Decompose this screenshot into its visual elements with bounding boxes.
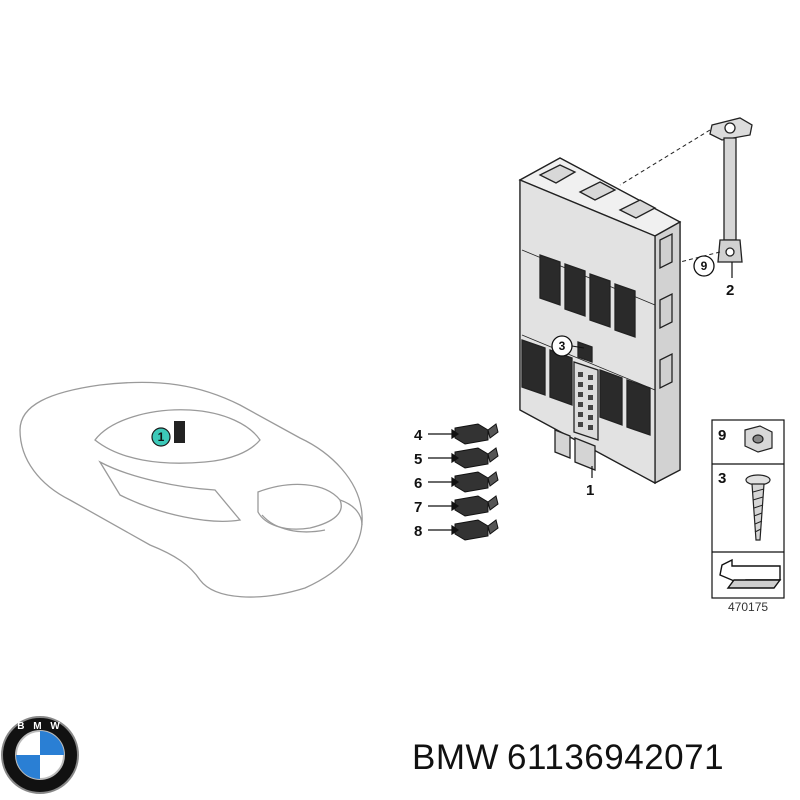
callout-4: 4 <box>414 427 423 444</box>
mounting-bracket <box>709 117 753 263</box>
callout-9-circle <box>693 255 715 277</box>
part-number: 61136942071 <box>507 738 725 777</box>
fuse-6 <box>454 471 499 493</box>
callout-5: 5 <box>414 451 422 468</box>
fuse-leader-lines <box>428 428 460 536</box>
brand-name: BMW <box>412 738 500 777</box>
hardware-legend: 9 3 <box>711 419 785 599</box>
car-module-location-marker: 1 <box>151 421 185 447</box>
svg-text:B M W: B M W <box>17 721 63 732</box>
screw-icon <box>745 474 771 541</box>
bmw-logo: B M W <box>1 716 79 794</box>
dash-line-bracket-top <box>619 129 711 186</box>
callout-7: 7 <box>414 499 422 516</box>
callout-1: 1 <box>586 482 594 499</box>
diagram-orientation-icon <box>719 558 782 589</box>
callout-6: 6 <box>414 475 422 492</box>
legend-label-3: 3 <box>718 470 726 487</box>
callout-8: 8 <box>414 523 422 540</box>
car-outline <box>19 381 363 598</box>
clip-nut-icon <box>744 425 773 453</box>
car-marker-label: 1 <box>158 430 165 444</box>
fuse-7 <box>454 495 499 517</box>
body-control-module <box>518 157 682 485</box>
callout-2: 2 <box>726 282 734 299</box>
callout-9: 9 <box>701 259 708 273</box>
leader-line-3 <box>571 345 585 349</box>
legend-label-9: 9 <box>718 427 726 444</box>
fuse-8 <box>454 519 499 541</box>
fuse-stack <box>454 423 499 541</box>
fuse-4 <box>454 423 499 445</box>
callout-3: 3 <box>559 339 566 353</box>
diagram-id: 470175 <box>728 600 768 614</box>
fuse-5 <box>454 447 499 469</box>
